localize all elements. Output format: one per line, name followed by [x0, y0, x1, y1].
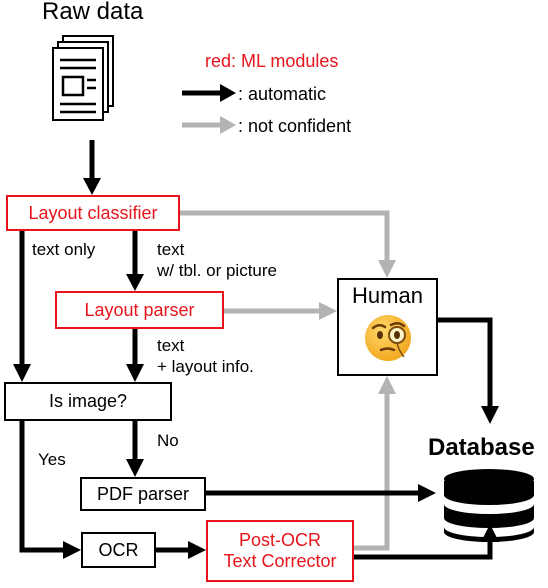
arrow-parser-to-isimage [126, 329, 144, 382]
arrow-raw-to-classifier [83, 140, 101, 195]
database-icon [444, 469, 534, 542]
ocr-node: OCR [81, 532, 156, 568]
pdf-parser-label: PDF parser [96, 483, 190, 504]
legend-not-confident-arrow [182, 116, 236, 134]
legend-automatic: : automatic [238, 84, 327, 104]
pdf-parser-node: PDF parser [80, 477, 206, 511]
post-ocr-label-line2: Text Corrector [223, 551, 337, 571]
label-text-layout-line1: text [157, 336, 185, 355]
layout-classifier-node: Layout classifier [6, 195, 180, 231]
arrow-classifier-to-human [180, 210, 396, 278]
label-text-tbl-line2: w/ tbl. or picture [157, 261, 277, 280]
arrow-ocr-to-postocr [156, 541, 206, 559]
label-text-tbl-line1: text [157, 240, 185, 259]
arrow-classifier-to-parser [126, 231, 144, 291]
legend-not-confident: : not confident [238, 116, 352, 136]
label-yes: Yes [38, 450, 66, 469]
post-ocr-node: Post-OCR Text Corrector [206, 520, 354, 582]
arrow-pdfparser-to-database [206, 484, 436, 502]
legend-ml-modules: red: ML modules [205, 51, 339, 71]
layout-classifier-label: Layout classifier [28, 202, 158, 223]
arrow-isimage-to-pdfparser [126, 421, 144, 477]
post-ocr-label-line1: Post-OCR [238, 530, 321, 550]
human-node: Human [337, 278, 438, 376]
raw-data-title: Raw data [42, 0, 144, 25]
is-image-label: Is image? [48, 391, 128, 411]
arrow-human-to-database [438, 317, 499, 424]
database-label: Database [428, 434, 535, 461]
human-label: Human [352, 283, 423, 308]
arrow-classifier-to-isimage [13, 231, 31, 382]
face-with-monocle-icon [364, 315, 411, 361]
label-text-only: text only [32, 240, 96, 259]
document-stack-icon [52, 35, 114, 121]
label-text-layout-line2: + layout info. [157, 357, 254, 376]
layout-parser-label: Layout parser [84, 299, 195, 320]
arrow-isimage-to-ocr [19, 421, 81, 559]
layout-parser-node: Layout parser [55, 291, 224, 329]
legend-automatic-arrow [182, 84, 236, 102]
is-image-node: Is image? [4, 382, 172, 421]
arrow-parser-to-human [224, 302, 337, 320]
arrow-postocr-to-human [354, 376, 396, 551]
ocr-label: OCR [98, 539, 139, 560]
label-no: No [157, 431, 179, 450]
